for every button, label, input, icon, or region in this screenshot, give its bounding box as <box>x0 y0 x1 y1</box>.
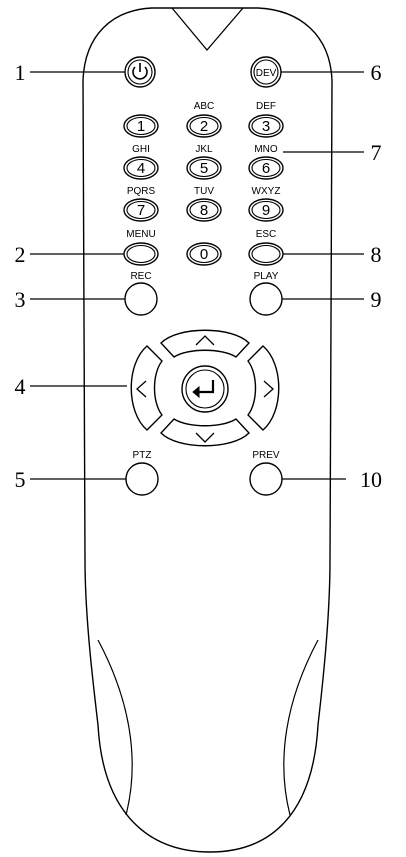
down-button[interactable] <box>160 418 250 447</box>
callout-3: 3 <box>15 287 26 312</box>
enter-icon <box>192 380 215 399</box>
key-5[interactable]: 5 <box>186 156 222 180</box>
key-digit: 3 <box>262 118 270 135</box>
key-digit: 0 <box>200 246 208 263</box>
arrow-down-icon <box>195 432 215 443</box>
dev-button[interactable]: DEV <box>250 56 282 88</box>
prev-button[interactable] <box>249 462 283 496</box>
callout-5: 5 <box>15 467 26 492</box>
power-icon <box>132 63 148 80</box>
key-digit: 5 <box>200 160 208 177</box>
right-button[interactable] <box>247 345 280 431</box>
key-letters: MNO <box>254 144 278 155</box>
play-button[interactable] <box>249 282 283 316</box>
key-letters: PQRS <box>127 186 156 197</box>
leader-lines <box>30 71 364 480</box>
key-4[interactable]: 4 <box>123 156 159 180</box>
callout-9: 9 <box>371 287 382 312</box>
key-letters: JKL <box>195 144 213 155</box>
left-button[interactable] <box>130 345 163 431</box>
callout-10: 10 <box>360 467 382 492</box>
key-9[interactable]: 9 <box>248 198 284 222</box>
esc-button[interactable] <box>248 242 284 266</box>
key-digit: 6 <box>262 160 270 177</box>
callout-numbers: 1 2 3 4 5 6 7 8 9 10 <box>15 60 383 492</box>
keypad: 1 ABC 2 DEF 3 GHI 4 JKL 5 MNO <box>123 101 284 266</box>
ptz-button[interactable] <box>125 462 159 496</box>
key-digit: 9 <box>262 202 270 219</box>
key-digit: 8 <box>200 202 208 219</box>
dev-label: DEV <box>256 68 277 79</box>
key-digit: 4 <box>137 160 145 177</box>
arrow-left-icon <box>136 380 147 398</box>
rec-button[interactable] <box>124 282 158 316</box>
callout-2: 2 <box>15 242 26 267</box>
rec-label: REC <box>130 271 151 282</box>
key-digit: 1 <box>137 118 145 135</box>
direction-pad <box>130 329 280 447</box>
key-letters: GHI <box>132 144 150 155</box>
top-notch <box>171 7 244 52</box>
enter-button[interactable] <box>181 365 229 413</box>
key-8[interactable]: 8 <box>186 198 222 222</box>
key-digit: 7 <box>137 202 145 219</box>
prev-label: PREV <box>252 450 280 461</box>
grip-line-right <box>283 639 319 816</box>
key-0[interactable]: 0 <box>186 242 222 266</box>
key-3[interactable]: 3 <box>248 114 284 138</box>
ptz-label: PTZ <box>133 450 152 461</box>
callout-6: 6 <box>371 60 382 85</box>
key-letters: DEF <box>256 101 276 112</box>
arrow-up-icon <box>195 335 215 346</box>
esc-label: ESC <box>256 229 277 240</box>
play-label: PLAY <box>254 271 279 282</box>
power-button[interactable] <box>124 56 156 88</box>
callout-4: 4 <box>15 374 26 399</box>
callout-1: 1 <box>15 60 26 85</box>
key-1[interactable]: 1 <box>123 114 159 138</box>
key-digit: 2 <box>200 118 208 135</box>
grip-line-left <box>97 639 133 816</box>
callout-8: 8 <box>371 242 382 267</box>
menu-button[interactable] <box>123 242 159 266</box>
arrow-right-icon <box>263 380 274 398</box>
key-letters: TUV <box>194 186 214 197</box>
key-2[interactable]: 2 <box>186 114 222 138</box>
menu-label: MENU <box>126 229 155 240</box>
callout-7: 7 <box>371 140 382 165</box>
up-button[interactable] <box>160 329 250 358</box>
key-7[interactable]: 7 <box>123 198 159 222</box>
key-letters: ABC <box>194 101 215 112</box>
key-6[interactable]: 6 <box>248 156 284 180</box>
key-letters: WXYZ <box>252 186 281 197</box>
